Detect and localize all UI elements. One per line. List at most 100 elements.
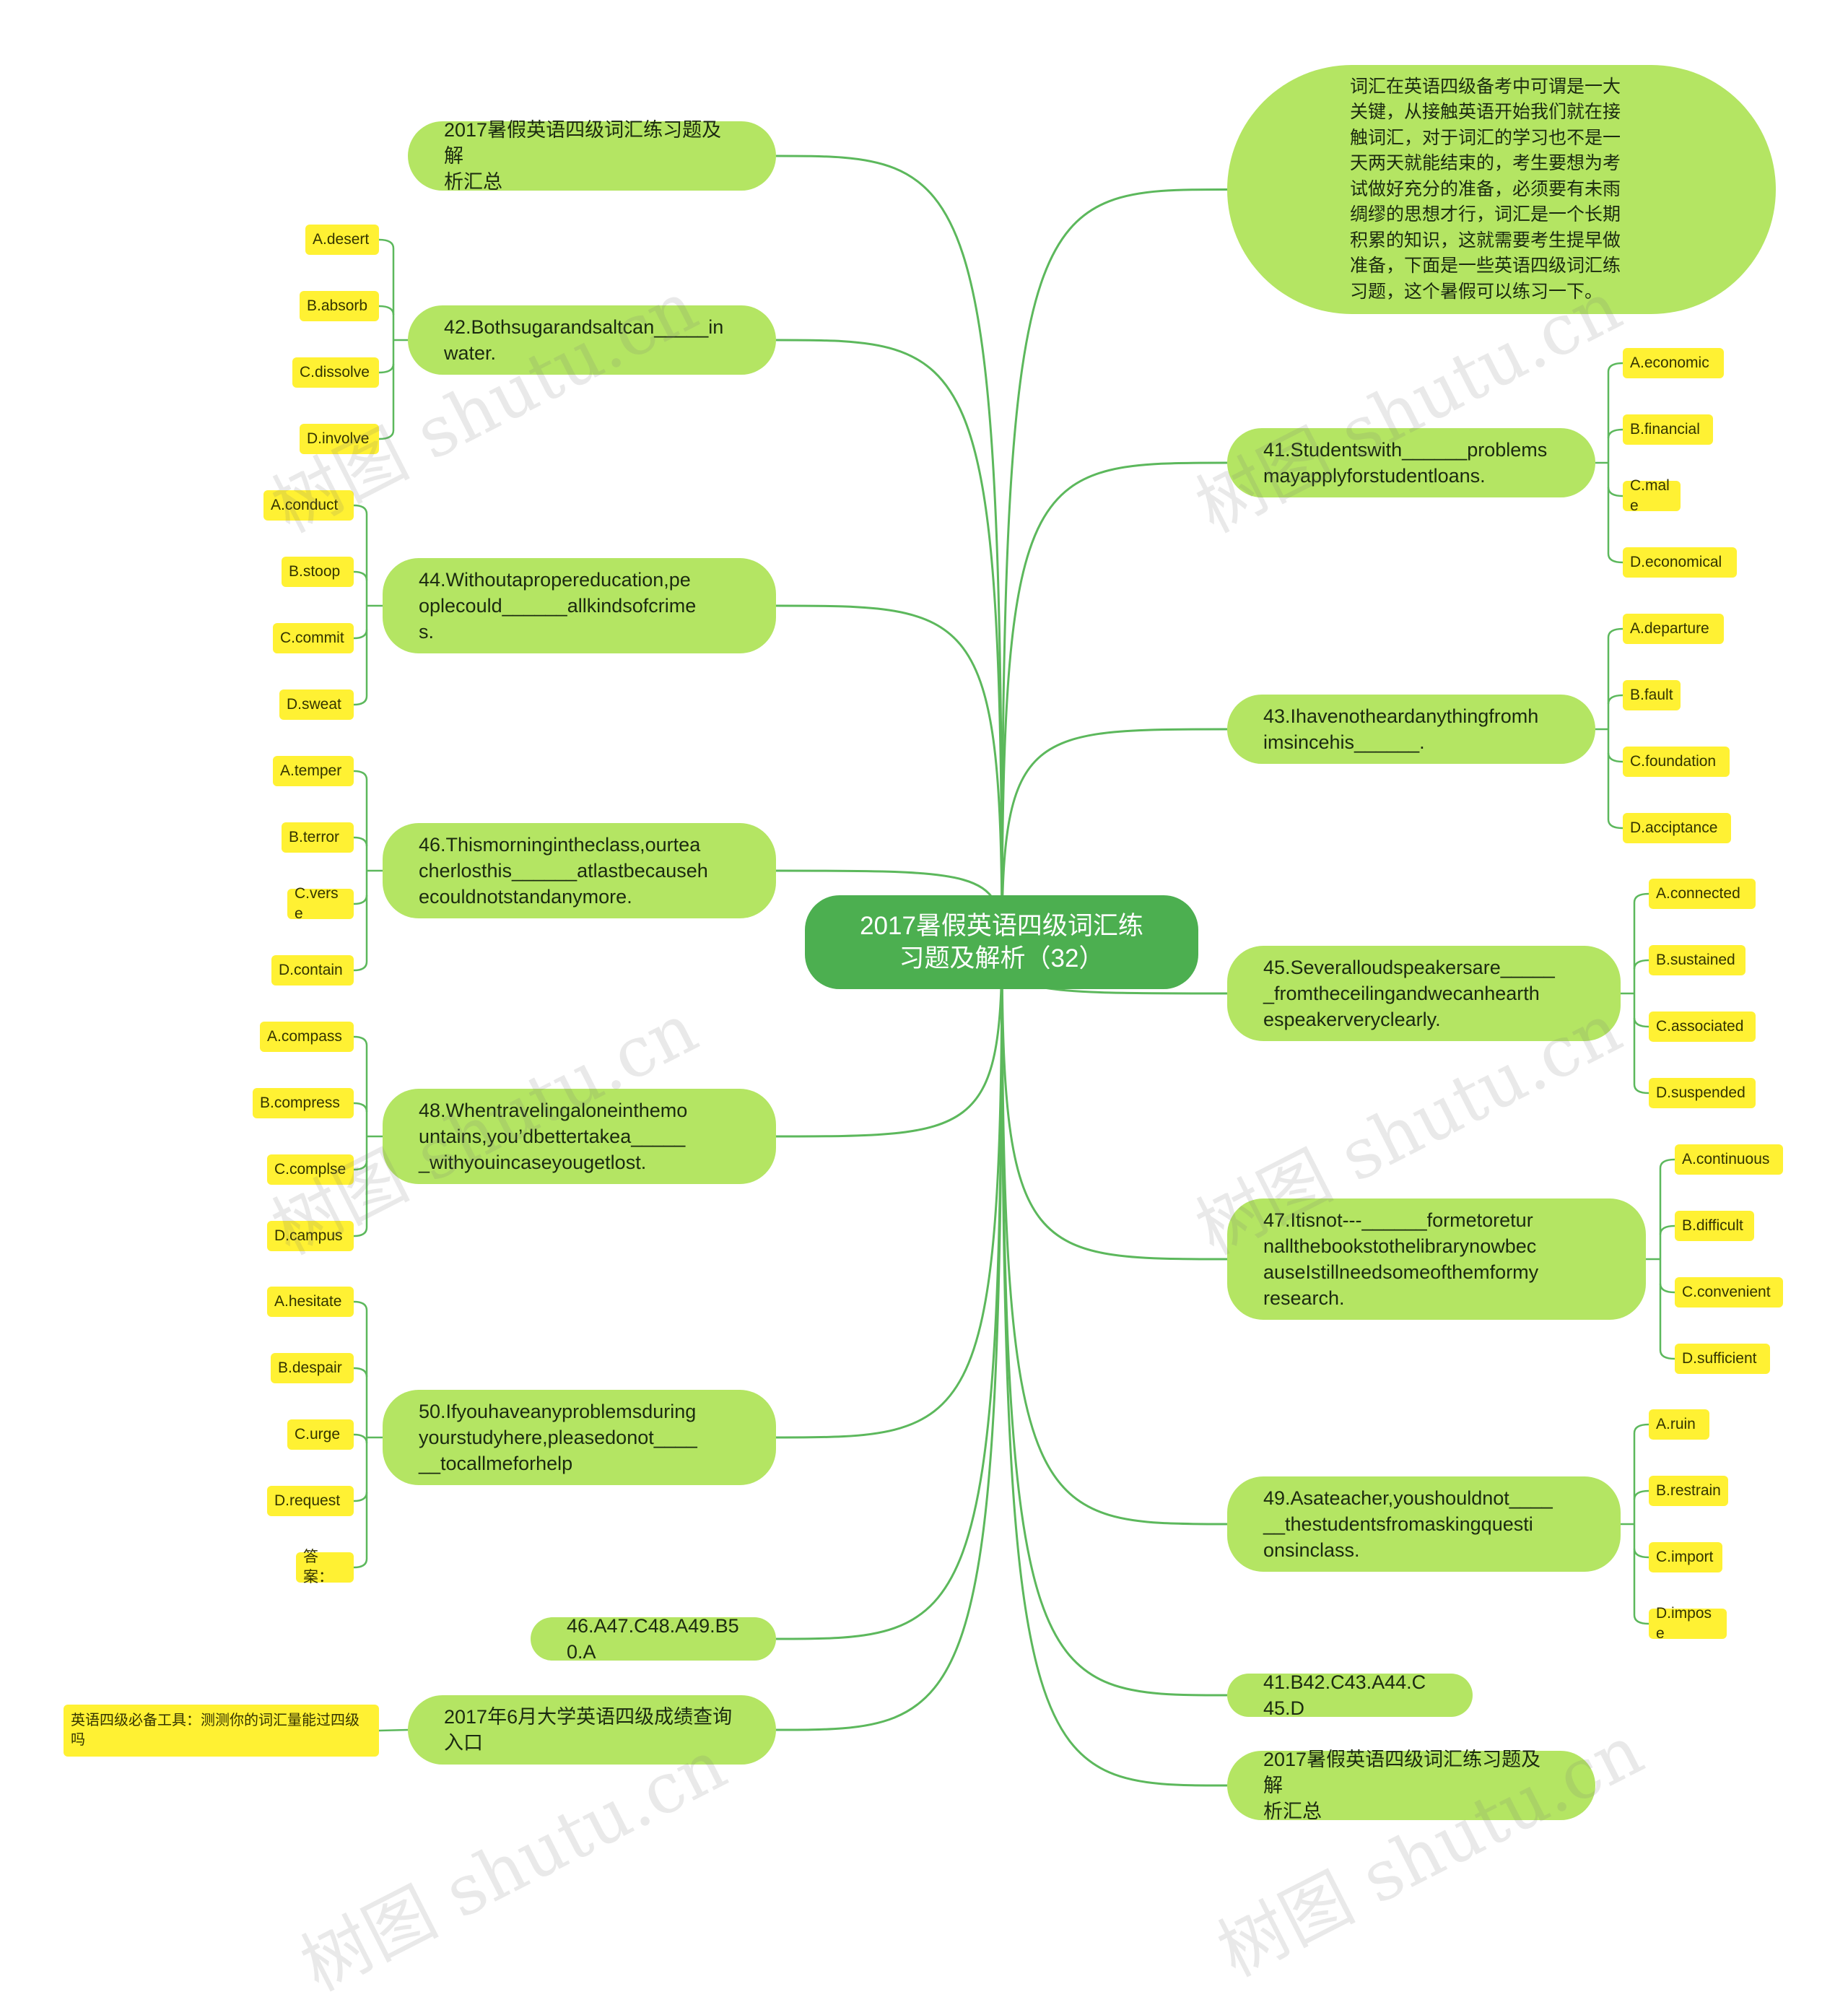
right-branch-rb0[interactable]: 词汇在英语四级备考中可谓是一大 关键，从接触英语开始我们就在接 触词汇，对于词汇…	[1227, 65, 1776, 314]
connector-line	[353, 1035, 368, 1046]
option-rb5-0[interactable]: A.ruin	[1649, 1409, 1709, 1440]
right-branch-rb2[interactable]: 43.Ihavenotheardanythingfromh imsincehis…	[1227, 695, 1595, 764]
connector-line	[1659, 1224, 1675, 1235]
option-rb3-3[interactable]: D.suspended	[1649, 1078, 1756, 1108]
central-topic[interactable]: 2017暑假英语四级词汇练 习题及解析（32）	[805, 895, 1198, 989]
connector-line	[378, 238, 395, 249]
option-rb1-2[interactable]: C.male	[1623, 477, 1681, 514]
left-branch-lb6[interactable]: 46.A47.C48.A49.B50.A	[531, 1615, 776, 1663]
option-lb1-0[interactable]: A.desert	[305, 225, 379, 255]
option-lb2-0[interactable]: A.conduct	[263, 490, 354, 521]
connector-line	[353, 629, 368, 640]
option-rb5-3[interactable]: D.impose	[1649, 1605, 1727, 1642]
left-branch-lb4[interactable]: 48.Whentravelingaloneinthemo untains,you…	[383, 1089, 776, 1184]
connector-line	[775, 941, 1003, 1731]
right-branch-rb1-label: 41.Studentswith______problems mayapplyfo…	[1263, 439, 1548, 487]
option-lb5-1[interactable]: B.despair	[271, 1353, 354, 1383]
option-lb4-0[interactable]: A.compass	[260, 1022, 354, 1052]
connector-line	[353, 836, 368, 847]
option-lb2-1[interactable]: B.stoop	[282, 557, 354, 587]
option-lb3-0-label: A.temper	[280, 762, 342, 779]
option-lb5-4[interactable]: 答案：	[296, 1549, 354, 1585]
right-branch-rb3[interactable]: 45.Severalloudspeakersare_____ _fromthec…	[1227, 946, 1621, 1041]
option-lb7-0[interactable]: 英语四级必备工具：测测你的词汇量能过四级 吗	[64, 1705, 379, 1757]
left-branch-lb2-label: 44.Withoutapropereducation,pe oplecould_…	[419, 569, 697, 643]
option-lb4-3[interactable]: D.campus	[267, 1221, 354, 1251]
left-branch-lb2[interactable]: 44.Withoutapropereducation,pe oplecould_…	[383, 558, 776, 653]
option-lb3-2-label: C.verse	[295, 885, 339, 922]
connector-line	[1001, 941, 1228, 1787]
option-lb3-0[interactable]: A.temper	[273, 756, 354, 786]
option-lb1-3[interactable]: D.involve	[300, 424, 379, 454]
connector-lines	[353, 155, 1675, 1787]
option-rb2-1[interactable]: B.fault	[1623, 680, 1681, 710]
option-lb5-2-label: C.urge	[295, 1426, 341, 1443]
connector-line	[378, 363, 395, 374]
option-lb4-0-label: A.compass	[267, 1028, 342, 1045]
right-branch-rb5[interactable]: 49.Asateacher,youshouldnot____ __thestud…	[1227, 1476, 1621, 1572]
option-lb3-2[interactable]: C.verse	[287, 885, 354, 922]
option-rb2-0[interactable]: A.departure	[1623, 614, 1724, 644]
right-branch-rb0-label: 词汇在英语四级备考中可谓是一大 关键，从接触英语开始我们就在接 触词汇，对于词汇…	[1350, 76, 1621, 302]
connector-line	[353, 770, 368, 780]
option-lb5-0[interactable]: A.hesitate	[267, 1287, 354, 1317]
option-rb5-2[interactable]: C.import	[1649, 1542, 1722, 1572]
left-branch-lb7-label: 2017年6月大学英语四级成绩查询 入口	[444, 1706, 733, 1754]
right-branch-rb1[interactable]: 41.Studentswith______problems mayapplyfo…	[1227, 428, 1595, 497]
option-rb2-0-label: A.departure	[1630, 620, 1709, 637]
option-rb5-1[interactable]: B.restrain	[1649, 1476, 1728, 1506]
right-branch-rb7[interactable]: 2017暑假英语四级词汇练习题及解 析汇总	[1227, 1749, 1595, 1822]
option-rb3-0[interactable]: A.connected	[1649, 879, 1756, 909]
option-lb4-2[interactable]: C.complse	[267, 1154, 354, 1185]
option-lb3-3[interactable]: D.contain	[271, 955, 354, 986]
left-branch-lb7[interactable]: 2017年6月大学英语四级成绩查询 入口	[408, 1695, 776, 1765]
option-rb4-0[interactable]: A.continuous	[1675, 1144, 1783, 1175]
right-branch-rb6-label: 41.B42.C43.A44.C45.D	[1263, 1671, 1426, 1719]
option-rb2-3[interactable]: D.acciptance	[1623, 813, 1731, 843]
option-rb1-0[interactable]: A.economic	[1623, 348, 1724, 378]
connector-line	[353, 961, 368, 972]
option-lb5-3[interactable]: D.request	[267, 1486, 354, 1516]
option-lb5-4-label: 答案：	[303, 1549, 334, 1585]
right-branch-rb6[interactable]: 41.B42.C43.A44.C45.D	[1227, 1671, 1473, 1719]
option-rb4-3[interactable]: D.sufficient	[1675, 1344, 1770, 1374]
option-lb2-1-label: B.stoop	[289, 563, 341, 580]
option-lb2-3[interactable]: D.sweat	[279, 689, 354, 720]
option-rb1-0-label: A.economic	[1630, 354, 1709, 371]
left-branch-lb0[interactable]: 2017暑假英语四级词汇练习题及解 析汇总	[408, 119, 776, 193]
option-rb2-2-label: C.foundation	[1630, 753, 1717, 770]
connector-line	[775, 941, 1003, 1138]
connector-line	[1659, 1349, 1675, 1360]
connector-line	[1659, 1158, 1675, 1169]
option-lb5-2[interactable]: C.urge	[287, 1419, 354, 1450]
connector-line	[1633, 1084, 1649, 1095]
option-lb1-3-label: D.involve	[307, 430, 370, 447]
option-rb4-2[interactable]: C.convenient	[1675, 1277, 1783, 1308]
option-rb1-1[interactable]: B.financial	[1623, 414, 1713, 445]
left-branch-lb3-label: 46.Thismorningintheclass,ourtea cherlost…	[419, 834, 708, 908]
option-rb1-3[interactable]: D.economical	[1623, 547, 1737, 578]
connector-line	[1001, 461, 1228, 943]
option-lb3-1-label: B.terror	[289, 829, 340, 845]
left-branch-lb3[interactable]: 46.Thismorningintheclass,ourtea cherlost…	[383, 823, 776, 918]
option-rb5-1-label: B.restrain	[1656, 1482, 1721, 1499]
connector-line	[378, 305, 395, 316]
connector-line	[353, 1367, 368, 1378]
connector-line	[1607, 428, 1623, 439]
left-branch-lb5[interactable]: 50.Ifyouhaveanyproblemsduring yourstudyh…	[383, 1390, 776, 1485]
option-lb4-1[interactable]: B.compress	[253, 1088, 354, 1118]
option-lb3-1[interactable]: B.terror	[282, 822, 354, 853]
connector-line	[353, 570, 368, 581]
left-branch-lb1[interactable]: 42.Bothsugarandsaltcan_____in water.	[408, 305, 776, 375]
right-branch-rb4[interactable]: 47.Itisnot---______formetoretur nalltheb…	[1227, 1198, 1646, 1320]
option-lb2-2[interactable]: C.commit	[273, 623, 354, 653]
option-lb1-2[interactable]: C.dissolve	[292, 357, 379, 388]
right-branch-rb3-label: 45.Severalloudspeakersare_____ _fromthec…	[1263, 957, 1555, 1030]
option-rb3-1[interactable]: B.sustained	[1649, 945, 1745, 975]
connector-line	[775, 155, 1003, 943]
option-rb3-1-label: B.sustained	[1656, 952, 1735, 968]
option-lb1-1[interactable]: B.absorb	[300, 291, 379, 321]
option-rb3-2[interactable]: C.associated	[1649, 1011, 1756, 1042]
option-rb2-2[interactable]: C.foundation	[1623, 747, 1730, 777]
option-rb4-1[interactable]: B.difficult	[1675, 1211, 1754, 1241]
